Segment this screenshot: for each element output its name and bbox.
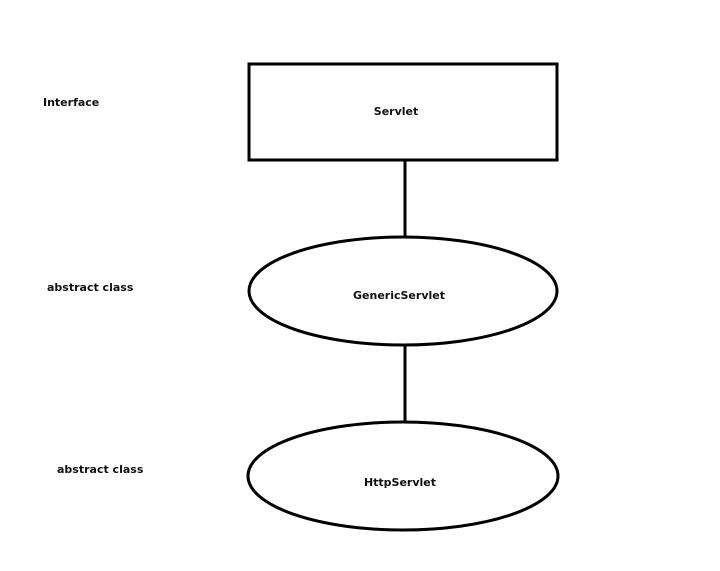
generic-servlet-node-ellipse xyxy=(247,235,559,347)
generic-servlet-kind-label: abstract class xyxy=(47,281,134,294)
http-servlet-kind-label: abstract class xyxy=(57,463,144,476)
servlet-node-label: Servlet xyxy=(374,105,418,118)
interface-kind-label: Interface xyxy=(43,96,100,109)
http-servlet-node-label: HttpServlet xyxy=(364,476,436,489)
servlet-node-box xyxy=(247,62,559,162)
generic-servlet-node-label: GenericServlet xyxy=(353,289,445,302)
http-servlet-node-ellipse xyxy=(246,420,560,532)
